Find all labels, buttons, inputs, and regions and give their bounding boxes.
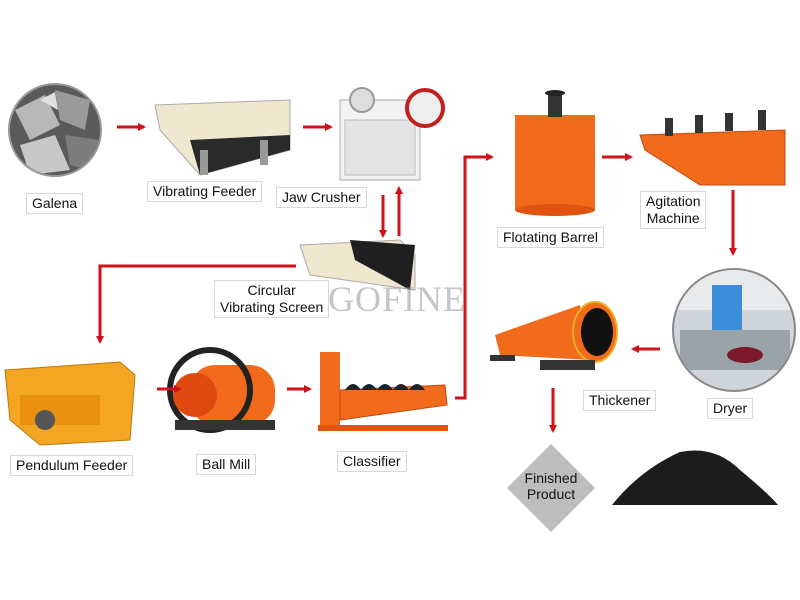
circular-screen-image bbox=[299, 239, 416, 291]
agitation-machine-image bbox=[639, 110, 786, 186]
label-pendulum-feeder: Pendulum Feeder bbox=[10, 455, 134, 476]
vibrating-feeder-image bbox=[154, 99, 291, 176]
jaw-crusher-image bbox=[339, 87, 445, 181]
label-agitation-machine: Agitation Machine bbox=[640, 191, 707, 229]
arrow-classifier-to-barrel bbox=[455, 153, 494, 400]
label-circular-line2: Vibrating Screen bbox=[220, 299, 324, 315]
galena-image bbox=[8, 83, 102, 177]
arrow-screen-to-pendulum bbox=[96, 264, 296, 344]
watermark: GOFINE bbox=[328, 279, 466, 319]
pendulum-feeder-image bbox=[4, 361, 136, 446]
label-finished-line1: Finished bbox=[524, 470, 578, 486]
label-circular-line1: Circular bbox=[247, 282, 296, 298]
label-agitation-line1: Agitation bbox=[646, 193, 701, 209]
finished-product-diamond bbox=[507, 444, 595, 532]
finished-product-pile-image bbox=[612, 450, 778, 505]
flotating-barrel-image bbox=[515, 90, 595, 216]
thickener-image bbox=[490, 301, 618, 370]
flow-arrows bbox=[96, 123, 737, 433]
classifier-image bbox=[318, 352, 448, 431]
label-galena: Galena bbox=[26, 193, 84, 214]
label-ball-mill: Ball Mill bbox=[196, 454, 257, 475]
label-classifier: Classifier bbox=[337, 451, 407, 472]
label-thickener: Thickener bbox=[583, 390, 657, 411]
label-vibrating-feeder: Vibrating Feeder bbox=[147, 181, 263, 202]
dryer-image bbox=[672, 268, 796, 392]
label-jaw-crusher: Jaw Crusher bbox=[276, 187, 367, 208]
label-agitation-line2: Machine bbox=[646, 210, 700, 226]
ball-mill-image bbox=[167, 347, 275, 433]
label-circular-vibrating-screen: Circular Vibrating Screen bbox=[214, 280, 330, 318]
label-finished-line2: Product bbox=[526, 486, 576, 502]
label-dryer: Dryer bbox=[707, 398, 754, 419]
label-flotating-barrel: Flotating Barrel bbox=[497, 227, 604, 248]
label-finished-product: Finished Product bbox=[505, 470, 597, 502]
